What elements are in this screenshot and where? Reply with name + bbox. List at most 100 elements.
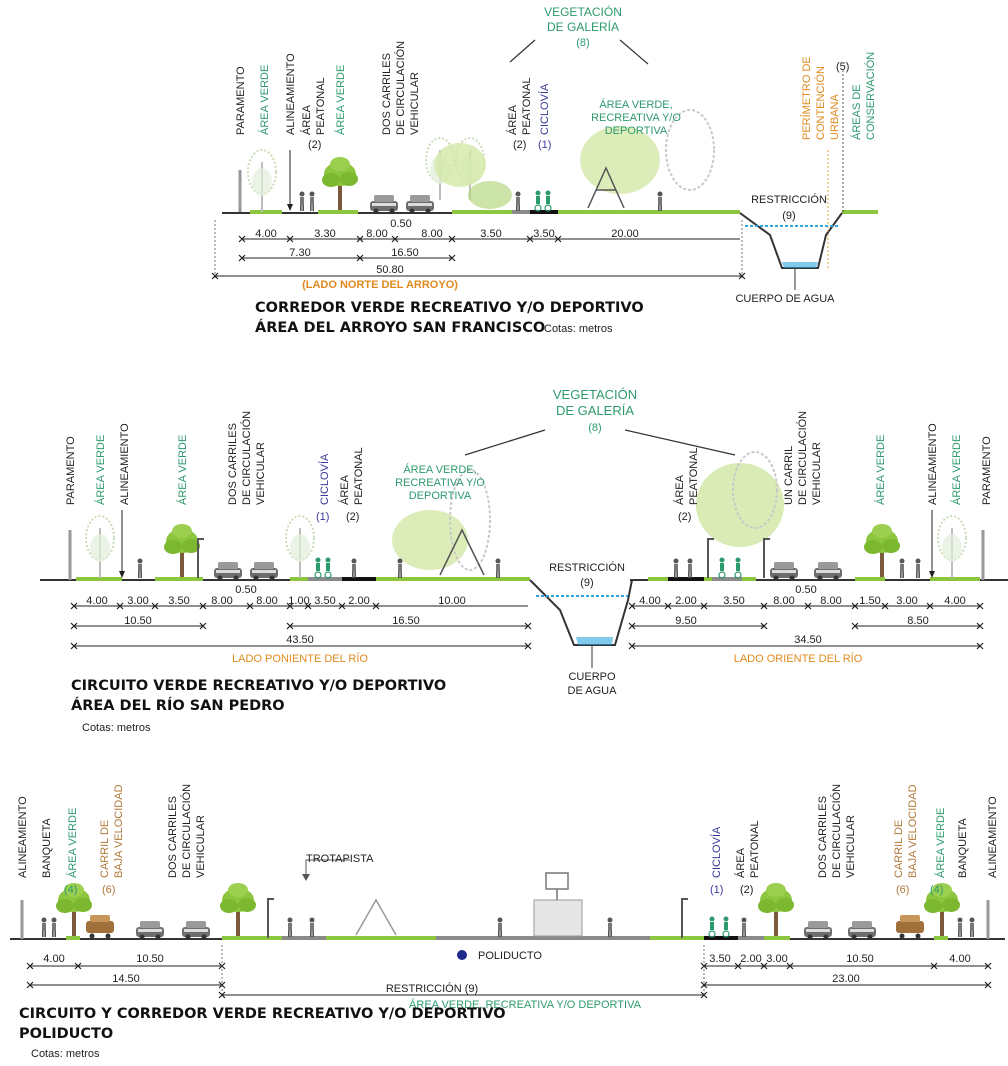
dim-value: 10.00 [438,595,466,607]
label-carriles-2: DE CIRCULACIÓN [830,784,843,878]
label-number: (2) [678,511,691,523]
title-line: CIRCUITO Y CORREDOR VERDE RECREATIVO Y/O… [19,1006,506,1022]
title-line: ÁREA DEL ARROYO SAN FRANCISCO [255,320,546,336]
label-alineamiento: ALINEAMIENTO [119,423,131,505]
title-line: CIRCUITO VERDE RECREATIVO Y/O DEPORTIVO [71,678,447,694]
dim-total: 34.50 [794,634,822,646]
units-note: Cotas: metros [82,722,151,734]
label-un-carril: UN CARRIL [783,446,795,505]
section-1-title: CORREDOR VERDE RECREATIVO Y/O DEPORTIVO … [255,298,644,338]
label-peatonal: PEATONAL [688,447,700,505]
label-carriles-3: VEHICULAR [195,815,207,878]
label-number: (1) [710,884,723,896]
label-alineamiento: ALINEAMIENTO [987,796,999,878]
basketball-hoop-icon [545,872,569,890]
label-ciclovia: CICLOVÍA [318,453,331,505]
label-recreativa: ÁREA VERDE, [403,463,476,476]
dim-value: 4.00 [639,595,660,607]
section-3-poliducto [10,859,1005,960]
label-recreativa: RECREATIVA Y/O [395,477,485,489]
section-2-rio-san-pedro [40,429,1008,646]
label-banqueta: BANQUETA [957,818,969,878]
label-number: (2) [740,884,753,896]
label-number: (2) [308,139,321,151]
dim-value: 2.00 [348,595,369,607]
label-carriles-2: DE CIRCULACIÓN [394,41,407,135]
dim-value: 1.00 [288,595,309,607]
dim-value: 3.50 [533,228,554,240]
dim-value: 8.00 [211,595,232,607]
label-peatonal: PEATONAL [749,820,761,878]
label-number: (9) [782,210,795,222]
label-carriles-1: DOS CARRILES [227,423,239,505]
label-alineamiento: ALINEAMIENTO [927,423,939,505]
dim-value: 0.50 [390,218,411,230]
label-conservacion: ÁREAS DE [850,84,863,140]
label-perimetro: CONTENCIÓN [814,66,827,140]
dim-total: 16.50 [391,247,419,259]
label-area-verde: ÁREA VERDE [94,435,107,505]
dim-value: 4.00 [949,953,970,965]
label-recreativa: DEPORTIVA [409,490,472,502]
label-cuerpo-agua: CUERPO DE AGUA [735,293,835,305]
title-line: ÁREA DEL RÍO SAN PEDRO [71,698,285,714]
dim-value: 20.00 [611,228,639,240]
dim-value: 8.00 [820,595,841,607]
label-carriles-2: DE CIRCULACIÓN [240,411,253,505]
label-area: ÁREA [338,474,351,505]
label-recreativa: ÁREA VERDE, [599,98,672,111]
dim-total: 14.50 [112,973,140,985]
label-perimetro: PERÍMETRO DE [800,56,813,140]
label-cuerpo-agua: CUERPO [568,671,616,683]
dim-total: 7.30 [289,247,310,259]
dim-value: 3.50 [723,595,744,607]
label-carriles-3: VEHICULAR [845,815,857,878]
label-galeria-number: (8) [576,37,589,49]
dim-value: 4.00 [86,595,107,607]
dim-value: 3.50 [314,595,335,607]
dim-value: 3.00 [766,953,787,965]
side-label: LADO PONIENTE DEL RÍO [232,652,368,665]
dim-value: 8.00 [773,595,794,607]
label-number: (9) [580,577,593,589]
section-1-labels: PARAMENTO ÁREA VERDE ALINEAMIENTO ÁREA P… [235,4,877,305]
label-number: (1) [538,139,551,151]
label-cuerpo-agua: DE AGUA [568,685,618,697]
label-number: (2) [346,511,359,523]
label-banqueta: BANQUETA [41,818,53,878]
brown-car [896,915,924,939]
label-carril-baja: BAJA VELOCIDAD [113,784,125,878]
label-un-carril: VEHICULAR [811,442,823,505]
section-3-dimensions: 4.00 10.50 14.50 RESTRICCIÓN (9) ÁREA VE… [26,945,992,1011]
dim-value: 2.00 [740,953,761,965]
dim-total: 9.50 [675,615,696,627]
label-area-verde: ÁREA VERDE [950,435,963,505]
label-restriccion: RESTRICCIÓN [751,193,827,206]
label-ciclovia: CICLOVÍA [710,826,723,878]
label-area-verde-b: ÁREA VERDE [334,65,347,135]
dim-value: 4.00 [944,595,965,607]
label-un-carril: DE CIRCULACIÓN [796,411,809,505]
label-conservacion: CONSERVACIÓN [864,52,877,140]
dim-total: 23.00 [832,973,860,985]
label-area: ÁREA [673,474,686,505]
dim-value: 4.00 [255,228,276,240]
dim-value: 8.00 [421,228,442,240]
label-trotapista: TROTAPISTA [306,853,374,865]
label-area: ÁREA [300,104,313,135]
dim-restriccion: RESTRICCIÓN (9) [386,982,478,995]
dim-area: ÁREA VERDE, RECREATIVA Y/O DEPORTIVA [409,998,642,1011]
side-label: LADO ORIENTE DEL RÍO [734,652,863,665]
label-area: ÁREA [734,847,747,878]
section-1-dimensions: 4.00 3.30 8.00 0.50 8.00 3.50 3.50 20.00… [211,218,746,291]
label-number: (4) [64,884,77,896]
label-ciclovia: CICLOVÍA [538,83,551,135]
label-poliducto: POLIDUCTO [478,950,542,962]
label-paramento: PARAMENTO [235,66,247,135]
label-carriles-3: VEHICULAR [255,442,267,505]
label-carriles-1: DOS CARRILES [817,796,829,878]
dim-value: 8.00 [366,228,387,240]
label-alineamiento: ALINEAMIENTO [285,53,297,135]
label-peatonal: PEATONAL [353,447,365,505]
